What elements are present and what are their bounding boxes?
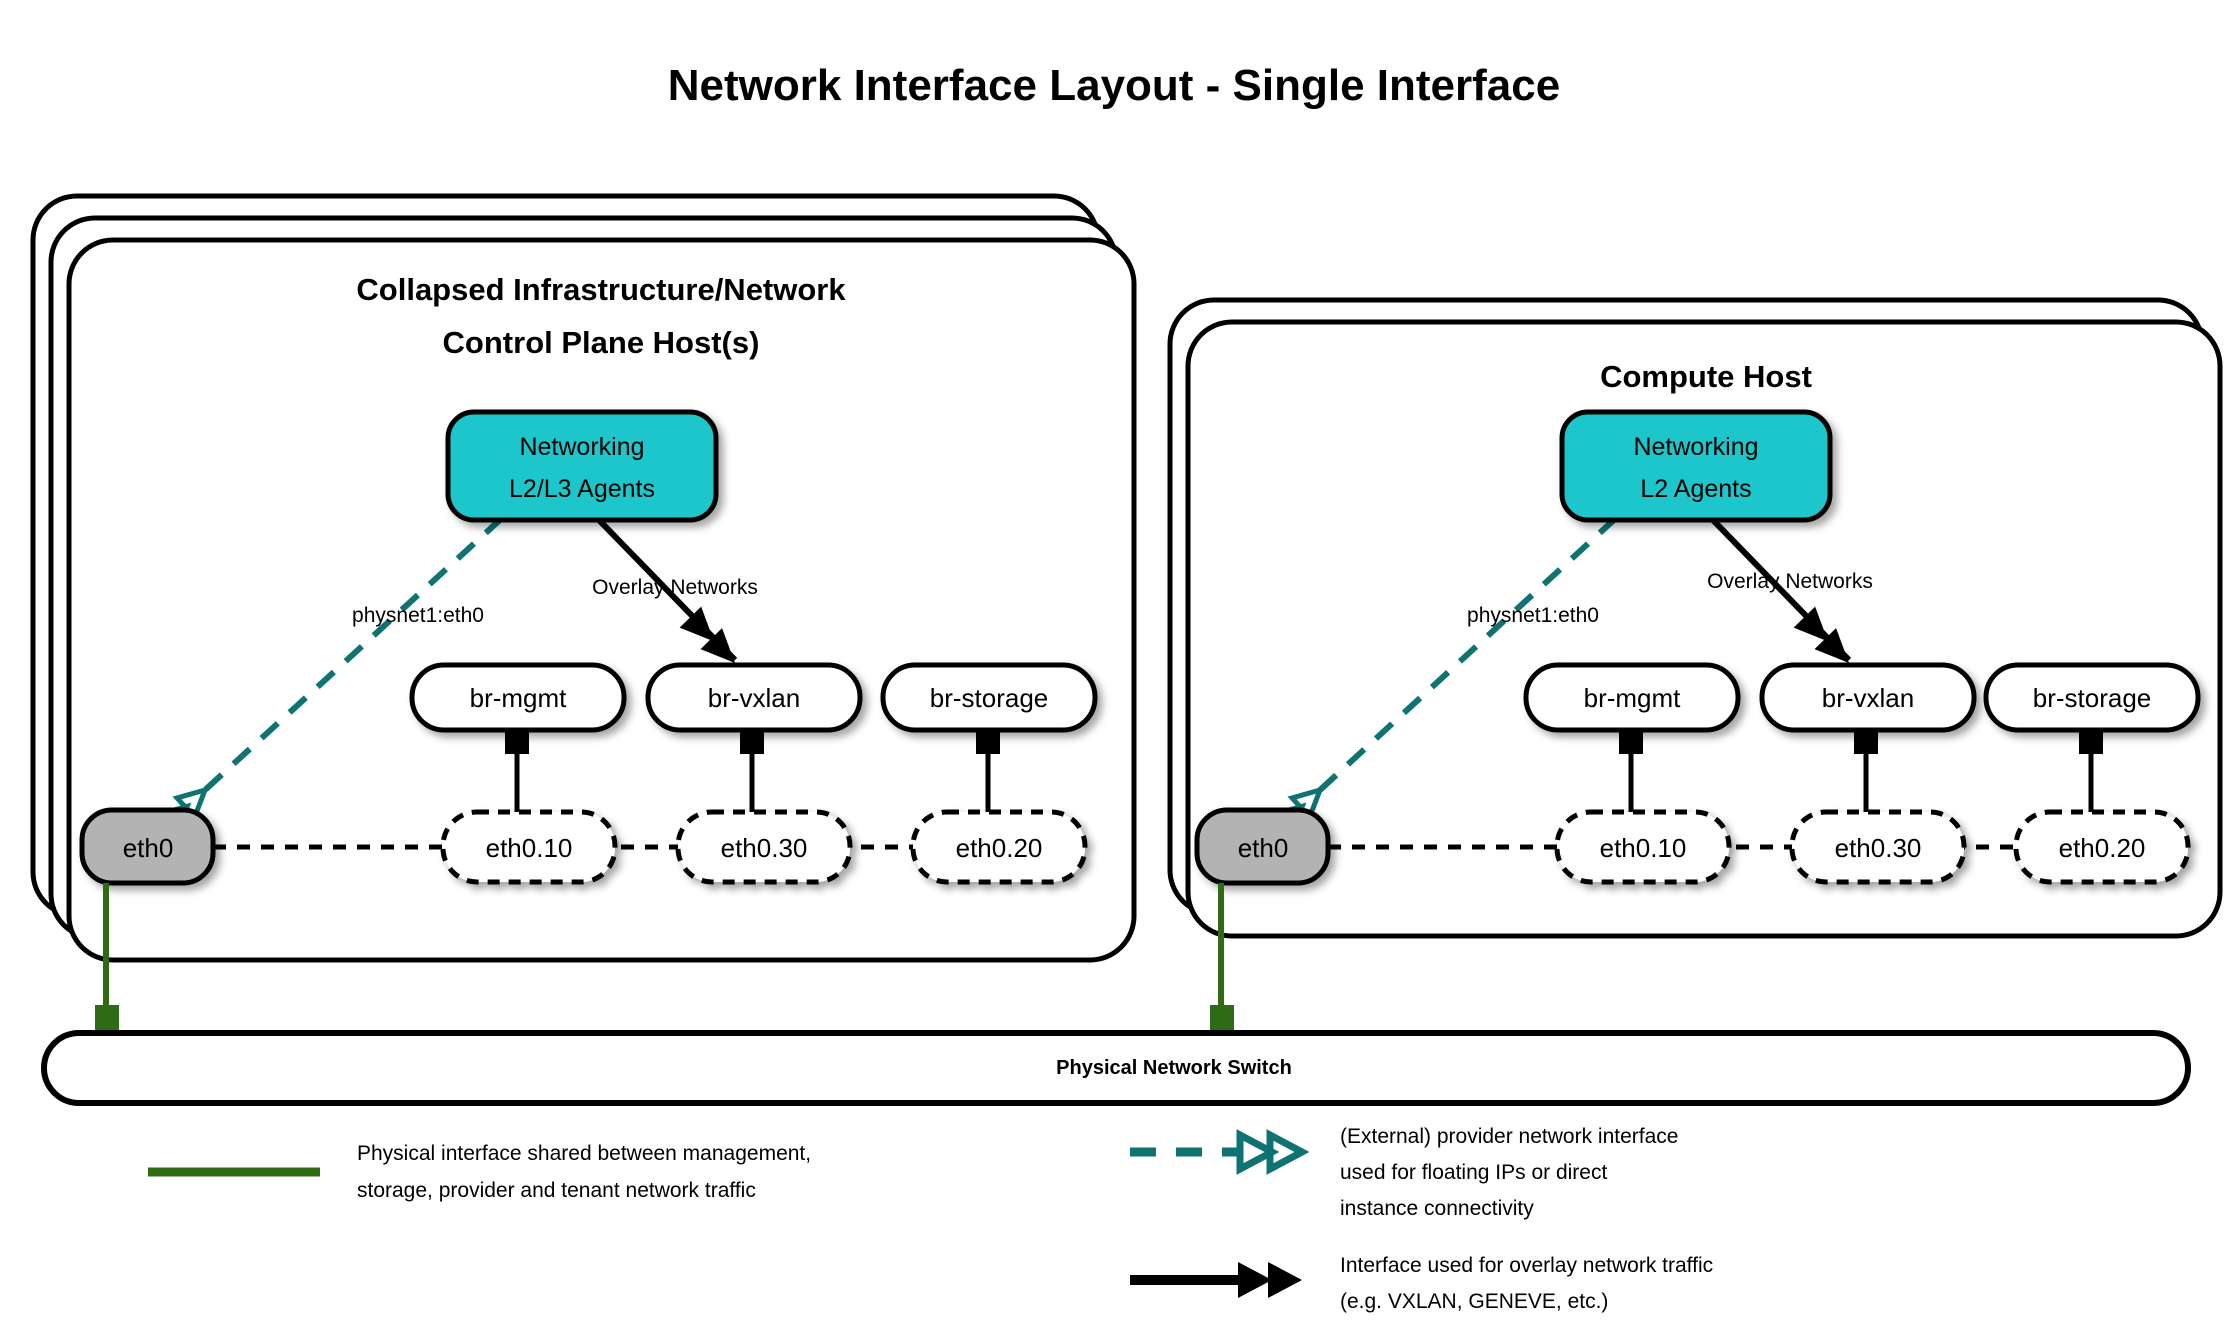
provider-edge-label: physnet1:eth0 [352, 604, 484, 627]
legend-physical-line1: Physical interface shared between manage… [357, 1142, 811, 1165]
compute-vlan-label-eth0-10: eth0.10 [1600, 833, 1687, 863]
compute-vlan-box-eth0-20[interactable] [2013, 809, 2191, 885]
legend-item-provider: (External) provider network interface us… [1130, 1125, 1678, 1220]
provider-network-link [202, 515, 505, 793]
bridge-label-br-storage: br-storage [930, 683, 1049, 713]
compute-networking-agent-box[interactable] [1559, 409, 1833, 523]
legend-item-physical: Physical interface shared between manage… [148, 1142, 811, 1202]
legend-provider-line3: instance connectivity [1340, 1197, 1534, 1220]
overlay-arrowhead [679, 606, 735, 663]
compute-bridge-box-br-mgmt[interactable] [1523, 662, 1741, 733]
compute-bridge-box-br-vxlan[interactable] [1759, 662, 1977, 733]
bridge-label-br-mgmt: br-mgmt [470, 683, 568, 713]
compute-agent-label-line1: Networking [1633, 433, 1758, 461]
physical-interface-box-eth0[interactable] [79, 807, 216, 886]
compute-physical-interface-box-eth0[interactable] [1194, 807, 1331, 886]
host-title-line2: Control Plane Host(s) [443, 325, 760, 360]
legend-overlay-line2: (e.g. VXLAN, GENEVE, etc.) [1340, 1290, 1608, 1313]
physical-interface-label-eth0: eth0 [123, 833, 174, 863]
legend-provider-line2: used for floating IPs or direct [1340, 1161, 1607, 1184]
compute-physical-interface-label-eth0: eth0 [1238, 833, 1289, 863]
physical-network-switch[interactable] [41, 1030, 2191, 1106]
compute-bridge-box-br-storage[interactable] [1983, 662, 2201, 733]
compute-bridge-label-br-vxlan: br-vxlan [1822, 683, 1914, 713]
compute-stack-layer-1 [1185, 319, 2223, 939]
legend-overlay-arrowhead [1238, 1262, 1302, 1298]
legend-overlay-line1: Interface used for overlay network traff… [1340, 1254, 1713, 1277]
compute-provider-edge-label: physnet1:eth0 [1467, 604, 1599, 627]
bridge-box-br-storage[interactable] [880, 662, 1098, 733]
legend-provider-line1: (External) provider network interface [1340, 1125, 1678, 1148]
compute-host-title: Compute Host [1600, 359, 1812, 394]
host-control-plane[interactable]: Collapsed Infrastructure/Network Control… [30, 193, 1137, 963]
legend-item-overlay: Interface used for overlay network traff… [1130, 1254, 1713, 1313]
host-stack-layer-1 [66, 237, 1137, 963]
agent-label-line1: Networking [519, 433, 644, 461]
agent-label-line2: L2/L3 Agents [509, 475, 655, 503]
vlan-box-eth0-20[interactable] [910, 809, 1088, 885]
legend-provider-arrowhead [1236, 1129, 1310, 1175]
page-title: Network Interface Layout - Single Interf… [668, 61, 1560, 110]
host-title-line1: Collapsed Infrastructure/Network [356, 272, 846, 307]
bridge-box-br-mgmt[interactable] [409, 662, 627, 733]
compute-vlan-box-eth0-30[interactable] [1789, 809, 1967, 885]
host-compute[interactable]: Compute Host physnet1:eth0 Overlay Netwo… [1167, 297, 2223, 939]
compute-bridge-label-br-mgmt: br-mgmt [1584, 683, 1682, 713]
vlan-box-eth0-10[interactable] [440, 809, 618, 885]
compute-vlan-label-eth0-30: eth0.30 [1835, 833, 1922, 863]
overlay-edge-label: Overlay Networks [592, 576, 758, 599]
compute-overlay-arrowhead [1793, 606, 1849, 663]
vlan-box-eth0-30[interactable] [675, 809, 853, 885]
compute-overlay-edge-label: Overlay Networks [1707, 570, 1873, 593]
vlan-label-eth0-30: eth0.30 [721, 833, 808, 863]
compute-vlan-label-eth0-20: eth0.20 [2059, 833, 2146, 863]
legend-physical-line2: storage, provider and tenant network tra… [357, 1179, 756, 1202]
compute-provider-network-link [1317, 515, 1619, 793]
vlan-label-eth0-10: eth0.10 [486, 833, 573, 863]
bridge-box-br-vxlan[interactable] [645, 662, 863, 733]
compute-vlan-box-eth0-10[interactable] [1554, 809, 1732, 885]
networking-agent-box[interactable] [445, 409, 719, 523]
compute-agent-label-line2: L2 Agents [1640, 475, 1751, 503]
physical-network-switch-label: Physical Network Switch [1056, 1057, 1292, 1079]
vlan-label-eth0-20: eth0.20 [956, 833, 1043, 863]
compute-bridge-label-br-storage: br-storage [2033, 683, 2152, 713]
bridge-label-br-vxlan: br-vxlan [708, 683, 800, 713]
